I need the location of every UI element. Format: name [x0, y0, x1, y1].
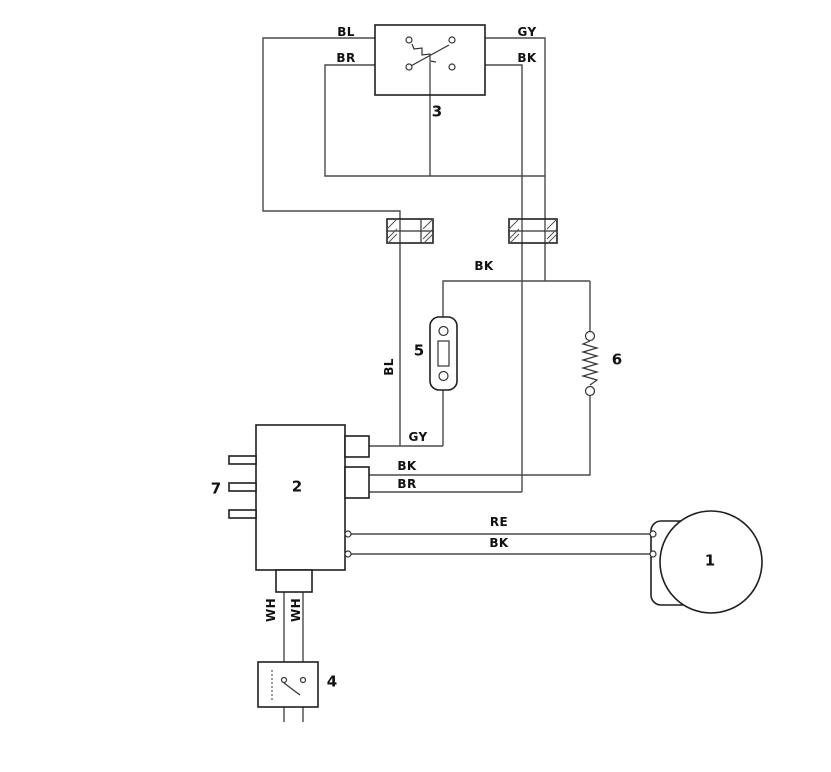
fuse-5-terminal-icon: [438, 370, 449, 382]
switch-3-spring: [411, 43, 437, 63]
selector-switch-3: [374, 24, 486, 96]
connector-left-hatch: [386, 218, 434, 244]
wire-label-wh-right: WH: [289, 597, 303, 623]
switch-3-terminal-icon: [448, 63, 456, 71]
wire-label-re-motor: RE: [489, 515, 509, 529]
motor-1-terminal-icon: [649, 530, 657, 538]
terminal-strip-7-blade: [228, 455, 257, 465]
component-number-2: 2: [291, 477, 303, 496]
terminal-strip-7: [228, 455, 257, 519]
wire-label-bk-control: BK: [397, 459, 417, 473]
connector-right: [508, 218, 558, 244]
wire-label-bk-mid: BK: [474, 259, 494, 273]
wire-bk-control: [369, 396, 591, 476]
fuse-5-element: [437, 340, 450, 367]
wire-label-wh-left: WH: [264, 597, 278, 623]
motor-1-body: [659, 510, 763, 614]
switch-3-terminal-icon: [405, 63, 413, 71]
wires: [262, 37, 650, 722]
resistor-6: [580, 330, 600, 397]
fuse-5: [429, 316, 458, 391]
control-box-2-body: [255, 424, 346, 571]
switch-3-terminal-icon: [405, 36, 413, 44]
component-number-5: 5: [413, 341, 425, 360]
wire-bl: [262, 37, 401, 219]
lamp-switch-4-body: [257, 661, 319, 708]
resistor-6-coil: [580, 340, 600, 386]
wire-label-bk-switch: BK: [517, 51, 537, 65]
control-box-2-terminal-icon: [344, 550, 352, 558]
component-number-4: 4: [326, 672, 338, 691]
lamp-switch-4-blade: [283, 682, 301, 696]
wire-br-loop: [324, 64, 545, 177]
lamp-switch-4: [257, 661, 319, 708]
control-box-2-bottom-socket: [275, 569, 313, 593]
wire-label-bl-vertical: BL: [382, 358, 396, 376]
switch-3-blade: [408, 44, 450, 68]
connector-left: [386, 218, 434, 244]
wire-gy: [485, 37, 546, 219]
wire-label-bl-switch: BL: [337, 25, 355, 39]
control-box-2-tab-lower: [344, 466, 370, 499]
connector-left-pins: [399, 219, 422, 243]
wire-bk: [485, 64, 523, 219]
lamp-switch-4-terminal-icon: [280, 676, 288, 684]
resistor-6-terminal-icon: [584, 385, 596, 397]
terminal-strip-7-blade: [228, 482, 257, 492]
control-box-2-terminal-icon: [344, 530, 352, 538]
switch-3-terminal-icon: [448, 36, 456, 44]
component-number-6: 6: [611, 350, 623, 369]
control-box-2: [255, 424, 370, 593]
lamp-switch-4-terminal-icon: [299, 676, 307, 684]
component-number-1: 1: [704, 551, 716, 570]
wire-label-br-control: BR: [397, 477, 417, 491]
fuse-5-body: [429, 316, 458, 391]
fuse-5-terminal-icon: [438, 325, 449, 337]
component-number-3: 3: [431, 102, 443, 121]
motor-1-terminal-icon: [649, 550, 657, 558]
connector-right-pins: [521, 219, 546, 243]
wire-bk-mid: [442, 280, 590, 317]
control-box-2-tab-upper: [344, 435, 370, 458]
terminal-strip-7-blade: [228, 509, 257, 519]
component-number-7: 7: [210, 479, 222, 498]
connector-right-hatch: [508, 218, 558, 244]
wire-label-br-switch: BR: [336, 51, 356, 65]
wire-label-gy-switch: GY: [517, 25, 537, 39]
wire-label-bk-motor: BK: [489, 536, 509, 550]
wire-label-gy-control: GY: [408, 430, 428, 444]
motor-1: [649, 510, 763, 614]
resistor-6-terminal-icon: [584, 330, 596, 342]
